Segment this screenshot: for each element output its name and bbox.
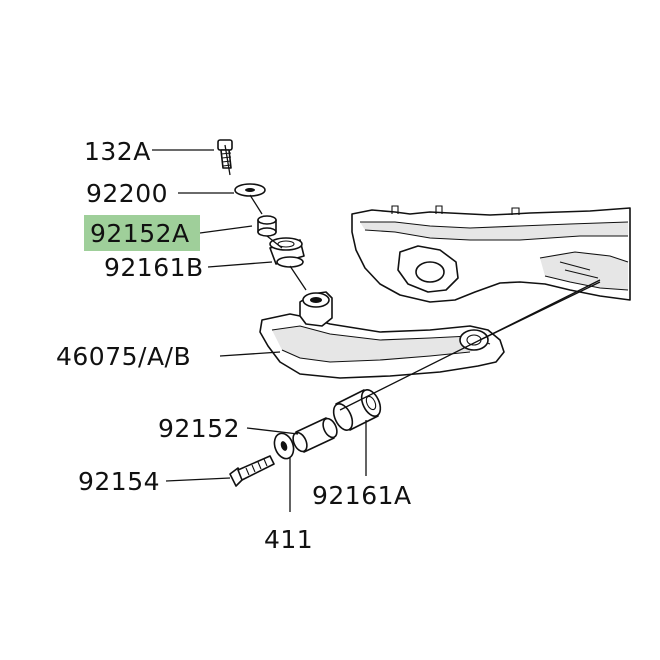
callout-92200: 92200 xyxy=(86,179,168,208)
collar-92152a-icon xyxy=(257,215,277,237)
callout-92161a: 92161A xyxy=(312,481,412,510)
callout-411: 411 xyxy=(264,525,313,554)
callout-46075: 46075/A/B xyxy=(56,342,191,371)
callout-92152: 92152 xyxy=(158,414,240,443)
highlight-box xyxy=(84,215,200,251)
callout-92161b: 92161B xyxy=(104,253,204,282)
footpeg-bracket xyxy=(259,291,505,379)
callout-92154: 92154 xyxy=(78,467,160,496)
callout-labels: 132A 92200 92152A 92161B 46075/A/B 92152… xyxy=(56,137,412,554)
washer-92200-icon xyxy=(234,183,266,197)
bushing-92161a-icon xyxy=(332,389,382,431)
bolt-92154-icon xyxy=(229,455,275,487)
collar-92152-icon xyxy=(292,417,338,453)
callout-92152a: 92152A xyxy=(90,219,190,248)
swingarm-frame xyxy=(351,205,631,303)
washer-411-icon xyxy=(273,432,295,460)
bolt-132a-icon xyxy=(217,139,233,169)
assembly-axis-lines xyxy=(224,144,601,411)
leader-lines xyxy=(152,149,367,512)
callout-132a: 132A xyxy=(84,137,151,166)
